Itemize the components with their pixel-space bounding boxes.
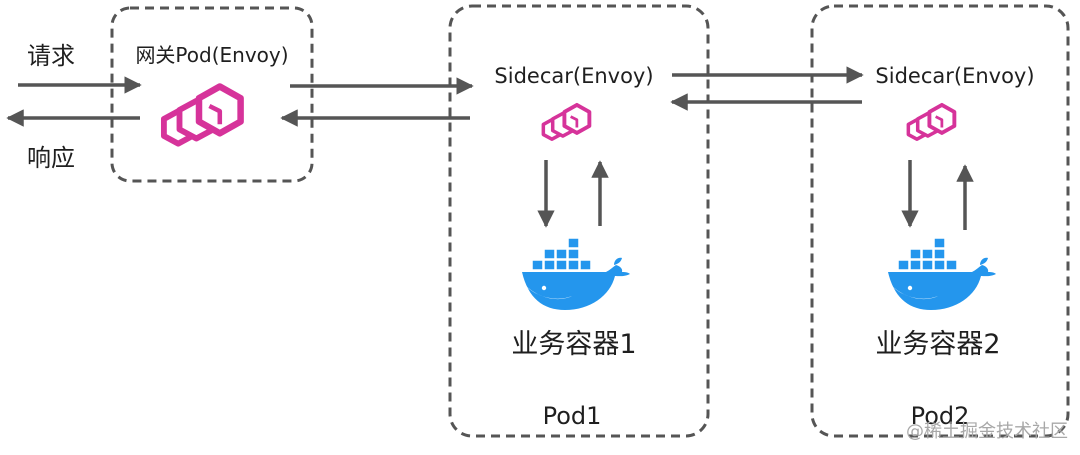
response-label: 响应 xyxy=(27,144,75,172)
container1-label: 业务容器1 xyxy=(511,329,636,360)
container2-docker-icon xyxy=(887,237,997,311)
pod2-box xyxy=(810,4,1070,438)
pod1-label: Pod1 xyxy=(543,402,602,430)
request-label: 请求 xyxy=(27,42,75,70)
sidecar1-envoy-icon xyxy=(541,102,592,142)
container1-docker-icon xyxy=(521,237,631,311)
pod1-box xyxy=(448,4,710,438)
gateway-envoy-icon xyxy=(164,87,241,144)
watermark: @稀土掘金技术社区 xyxy=(906,421,1068,442)
sidecar2-envoy-icon xyxy=(906,102,957,142)
sidecar2-label: Sidecar(Envoy) xyxy=(875,64,1034,88)
pod2-label: Pod2 xyxy=(911,402,970,430)
gateway-pod-box xyxy=(110,6,314,183)
container2-label: 业务容器2 xyxy=(875,329,1000,360)
sidecar1-label: Sidecar(Envoy) xyxy=(494,64,653,88)
gateway-pod-label: 网关Pod(Envoy) xyxy=(135,43,288,67)
